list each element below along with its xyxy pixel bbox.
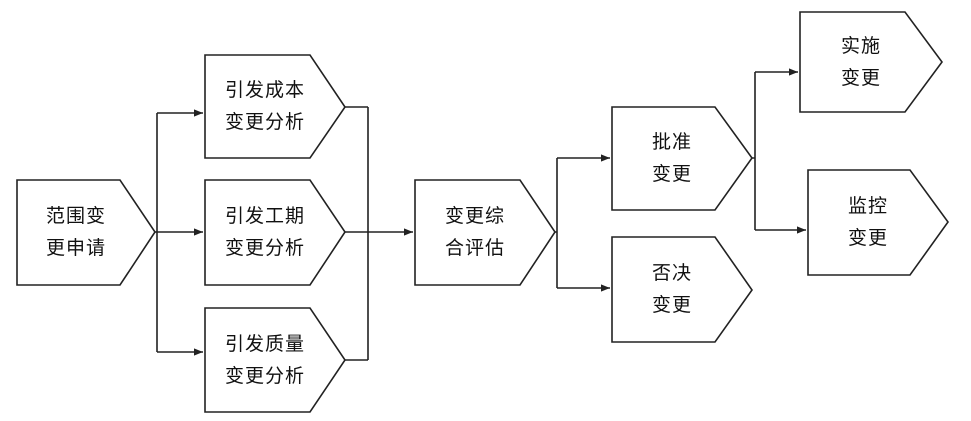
node-quality-shape: [204, 307, 346, 413]
node-request-shape: [16, 179, 156, 286]
node-cost-shape: [204, 54, 346, 159]
node-reject-shape: [611, 236, 753, 343]
node-monitor-shape: [807, 169, 949, 276]
node-schedule-shape: [204, 179, 346, 286]
edge-evaluate-trunk: [555, 158, 558, 288]
edge-approve-trunk: [752, 72, 756, 230]
node-approve-shape: [611, 106, 753, 211]
node-implement-shape: [799, 11, 943, 113]
node-evaluate-shape: [414, 179, 556, 286]
edge-request-trunk: [155, 113, 158, 352]
